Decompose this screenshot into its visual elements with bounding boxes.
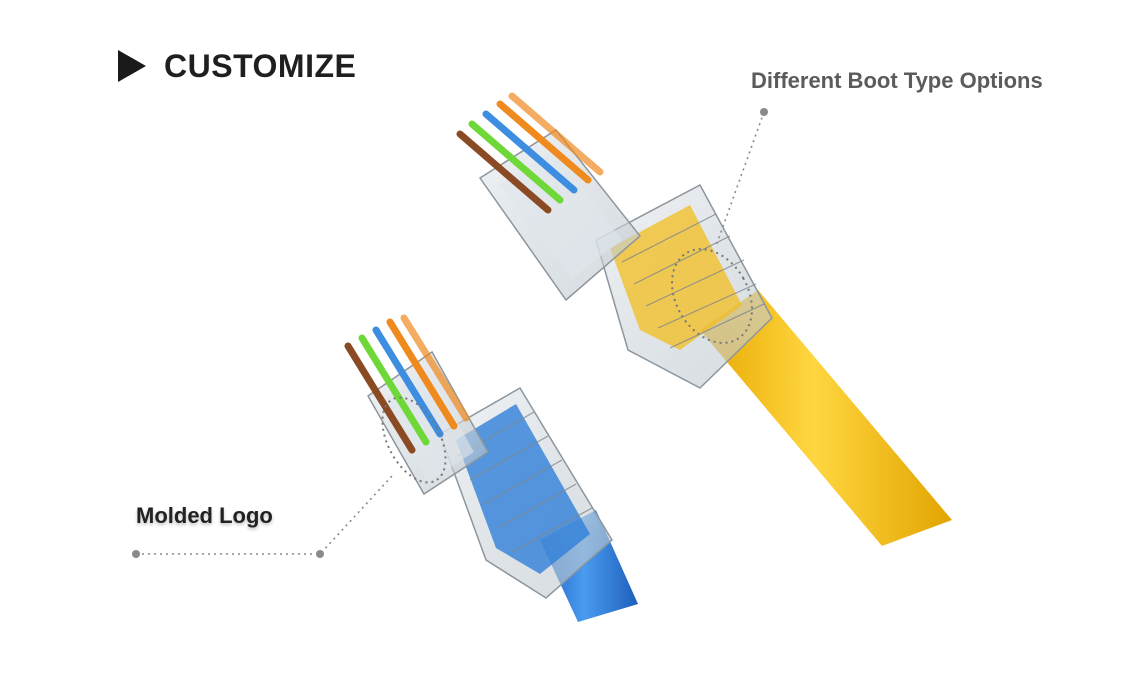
blue-wires [344, 314, 470, 454]
callout-lines [132, 108, 768, 558]
logo-highlight-circle [381, 396, 447, 484]
play-triangle-icon [118, 50, 146, 82]
callout-boot-type-options: Different Boot Type Options [751, 68, 1043, 93]
callout-molded-logo: Molded Logo [136, 503, 273, 528]
blue-connector [344, 314, 638, 622]
page-title: CUSTOMIZE [164, 47, 357, 84]
yellow-cable [700, 290, 952, 546]
boot-highlight-circle [671, 248, 753, 344]
yellow-connector [456, 92, 952, 546]
yellow-wires [456, 92, 604, 214]
section-header: CUSTOMIZE [118, 44, 356, 88]
